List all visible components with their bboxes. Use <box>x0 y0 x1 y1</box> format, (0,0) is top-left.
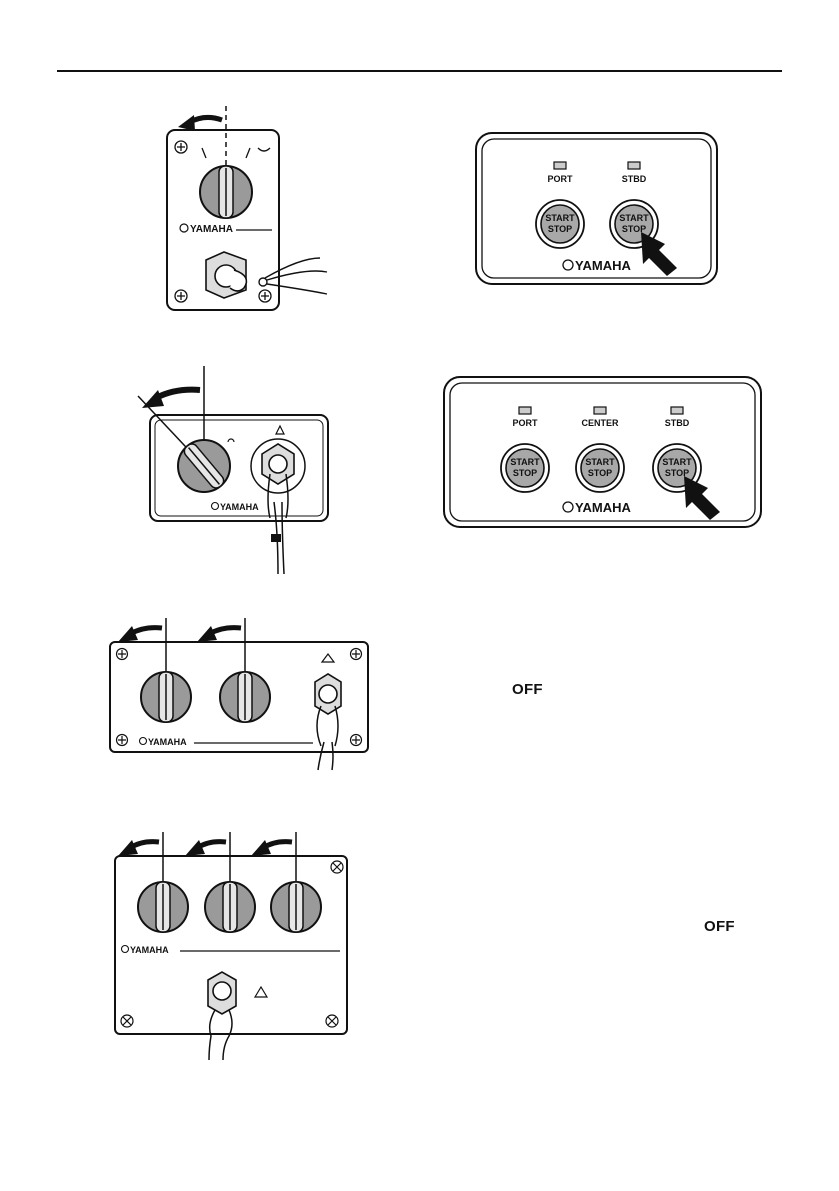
center-label: CENTER <box>581 418 619 428</box>
twin-start-stop-panel-figure: PORT STBD START STOP START STOP YAMAHA <box>475 132 720 287</box>
screw-icon <box>175 290 187 302</box>
key-switch-knob-icon <box>271 882 321 932</box>
key-switch-knob-icon <box>200 166 252 218</box>
screw-icon <box>351 735 362 746</box>
header-rule <box>57 70 782 72</box>
off-label-1: OFF <box>512 681 543 698</box>
twin-key-switch-figure: YAMAHA <box>108 612 373 772</box>
brand-logo: YAMAHA <box>190 224 233 235</box>
stbd-label: STBD <box>665 418 690 428</box>
screw-icon <box>175 141 187 153</box>
key-switch-knob-icon <box>178 440 230 492</box>
stbd-indicator-lamp <box>628 162 640 169</box>
screw-icon <box>331 861 343 873</box>
screw-icon <box>121 1015 133 1027</box>
screw-icon <box>351 649 362 660</box>
port-label: PORT <box>512 418 538 428</box>
key-switch-knob-icon <box>205 882 255 932</box>
button-label-start: START <box>545 213 575 223</box>
triple-key-switch-figure: YAMAHA <box>110 830 355 1065</box>
brand-logo: YAMAHA <box>575 258 631 273</box>
turn-arrow-icon <box>118 626 138 642</box>
button-label-stop: STOP <box>665 468 689 478</box>
brand-logo: YAMAHA <box>148 737 187 747</box>
button-label-stop: STOP <box>548 224 572 234</box>
button-label-start: START <box>585 457 615 467</box>
single-key-switch-figure: YAMAHA <box>150 100 350 320</box>
button-label-start: START <box>510 457 540 467</box>
button-label-stop: STOP <box>513 468 537 478</box>
turn-arrow-icon <box>185 840 205 856</box>
center-indicator-lamp <box>594 407 606 414</box>
port-indicator-lamp <box>554 162 566 169</box>
turn-arrow-icon <box>197 626 217 642</box>
screw-icon <box>117 735 128 746</box>
off-label-2: OFF <box>704 918 735 935</box>
button-label-start: START <box>662 457 692 467</box>
port-label: PORT <box>547 174 573 184</box>
turn-arrow-icon <box>118 840 138 856</box>
button-label-stop: STOP <box>622 224 646 234</box>
port-indicator-lamp <box>519 407 531 414</box>
screw-icon <box>117 649 128 660</box>
key-switch-knob-icon <box>141 672 191 722</box>
button-label-start: START <box>619 213 649 223</box>
button-label-stop: STOP <box>588 468 612 478</box>
start-stop-button-port[interactable]: START STOP <box>536 200 584 248</box>
key-switch-knob-icon <box>220 672 270 722</box>
brand-logo: YAMAHA <box>220 502 259 512</box>
stbd-indicator-lamp <box>671 407 683 414</box>
start-stop-button-center[interactable]: START STOP <box>576 444 624 492</box>
turn-arrow-icon <box>178 115 195 131</box>
brand-logo: YAMAHA <box>575 500 631 515</box>
key-switch-knob-icon <box>138 882 188 932</box>
triple-start-stop-panel-figure: PORT CENTER STBD START STOP START STOP S… <box>443 376 765 531</box>
turn-arrow-icon <box>251 840 271 856</box>
screw-icon <box>259 290 271 302</box>
screw-icon <box>326 1015 338 1027</box>
key-switch-horizontal-figure: YAMAHA <box>120 362 340 577</box>
stbd-label: STBD <box>622 174 647 184</box>
start-stop-button-port[interactable]: START STOP <box>501 444 549 492</box>
brand-logo: YAMAHA <box>130 945 169 955</box>
